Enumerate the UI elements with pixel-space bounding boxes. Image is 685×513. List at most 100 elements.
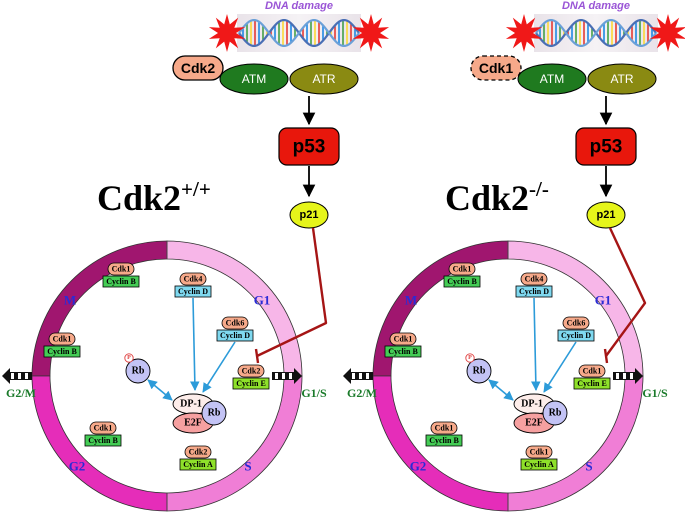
cdk-pill <box>389 332 417 346</box>
p21-inhibition-line <box>605 227 647 357</box>
kinase-label: Cdk1 <box>479 60 513 76</box>
phase-g2-label: G2 <box>410 459 427 474</box>
dp1-label: DP-1 <box>521 399 543 410</box>
checkpoint-g2m-label: G2/M <box>347 386 377 400</box>
atr-ellipse <box>587 63 657 95</box>
checkpoint-tick <box>275 373 278 379</box>
dna-damage-group: DNA damage <box>208 0 390 52</box>
checkpoint-arrowhead <box>343 368 351 384</box>
cdk-label: Cdk1 <box>112 265 131 274</box>
kinase-pill <box>470 55 522 81</box>
dna-damage-group: DNA damage <box>505 0 685 52</box>
checkpoint-g1s-label: G1/S <box>301 386 327 400</box>
checkpoint-tick <box>630 373 633 379</box>
p21-inhibition-line <box>256 227 328 358</box>
cdk-pill <box>448 262 476 276</box>
cyclin-box <box>232 377 270 390</box>
checkpoint-g1s <box>613 368 643 384</box>
cyclin-label: Cyclin B <box>88 436 118 445</box>
atm-ellipse <box>219 63 289 95</box>
checkpoint-g1s <box>272 368 302 384</box>
phospho-label: P <box>127 355 131 361</box>
atr-label: ATR <box>610 72 633 86</box>
cdk-pill <box>562 316 590 330</box>
phospho-circle <box>124 353 134 363</box>
cdk-pill <box>184 445 212 459</box>
cyclin-box <box>179 458 217 471</box>
rb-release-arrow <box>147 379 173 401</box>
checkpoint-tick <box>616 373 619 379</box>
cyclin-box <box>43 345 81 358</box>
dna-strand <box>535 19 657 47</box>
checkpoint-tick <box>289 373 292 379</box>
checkpoint-tick <box>25 373 28 379</box>
cdk-pill <box>89 421 117 435</box>
rb-label: Rb <box>132 366 145 377</box>
cdk-label: Cdk1 <box>453 265 472 274</box>
p53-box <box>575 127 637 166</box>
cyclin-label: Cyclin B <box>447 277 477 286</box>
rb-circle <box>466 358 492 384</box>
rb-release-arrow <box>488 379 514 401</box>
cdk-pill <box>237 364 265 378</box>
phase-g1-label: G1 <box>254 293 271 308</box>
cdk-pill <box>179 272 207 286</box>
rb-bound-label: Rb <box>549 408 562 419</box>
checkpoint-arrowhead <box>635 368 643 384</box>
cyclin-label: Cyclin A <box>183 460 213 469</box>
checkpoint-arrowhead <box>294 368 302 384</box>
rb-bound-circle <box>201 400 227 426</box>
cdk-pill <box>430 421 458 435</box>
phase-s-label: S <box>585 459 592 474</box>
cyclin-box <box>515 285 553 298</box>
p21-label: p21 <box>597 209 616 221</box>
atm-label: ATM <box>540 72 564 86</box>
checkpoint-arrowhead <box>2 368 10 384</box>
damage-star-icon <box>649 14 685 52</box>
cyclin-box <box>174 285 212 298</box>
phase-g1-segment <box>166 240 303 377</box>
e2f-label: E2F <box>525 418 543 429</box>
kinase-pill <box>172 55 224 81</box>
damage-star-icon <box>505 14 543 52</box>
cyclin-box <box>216 329 254 342</box>
phase-g2-segment <box>31 375 168 512</box>
rb-bound-label: Rb <box>208 408 221 419</box>
cdk-pill <box>107 262 135 276</box>
checkpoint-tick <box>11 373 14 379</box>
damage-star-icon <box>208 14 246 52</box>
checkpoint-tick <box>359 373 362 379</box>
e2f-label: E2F <box>184 418 202 429</box>
cdk-label: Cdk4 <box>525 275 544 284</box>
cdk6-to-rb-arrow <box>543 341 577 393</box>
p21-label: p21 <box>300 209 319 221</box>
cyclin-box <box>520 458 558 471</box>
checkpoint-tick <box>366 373 369 379</box>
cdk-label: Cdk1 <box>53 335 72 344</box>
inhibition-bar <box>254 348 260 364</box>
cyclin-box <box>384 345 422 358</box>
cyclin-box <box>102 275 140 288</box>
p53-label: p53 <box>590 137 623 158</box>
cyclin-label: Cyclin B <box>47 347 77 356</box>
cdk-pill <box>525 445 553 459</box>
phase-s-label: S <box>244 459 251 474</box>
kinase-label: Cdk2 <box>181 60 215 76</box>
panel-title: Cdk2-/- <box>445 177 549 218</box>
checkpoint-tick <box>623 373 626 379</box>
atm-label: ATM <box>242 72 266 86</box>
p53-box <box>278 127 340 166</box>
cdk-label: Cdk6 <box>567 319 586 328</box>
cdk4-to-rb-arrow <box>531 297 541 391</box>
atr-ellipse <box>289 63 359 95</box>
